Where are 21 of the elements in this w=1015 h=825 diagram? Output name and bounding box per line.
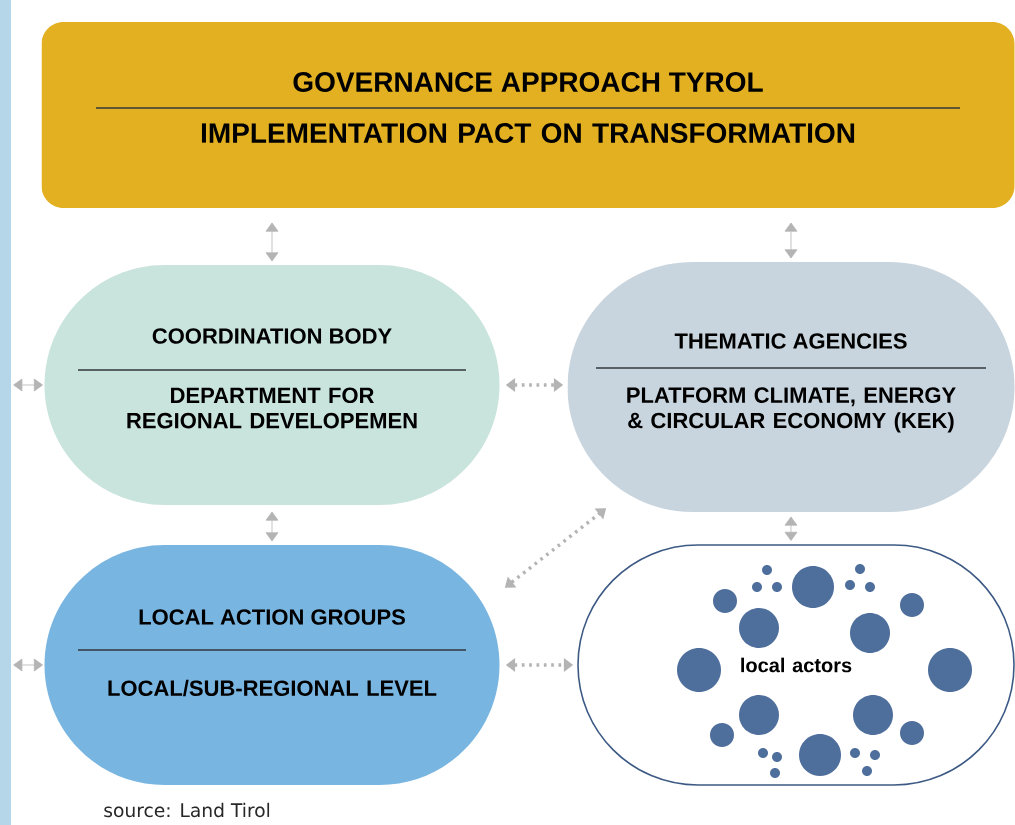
source-caption: source: Land Tirol: [104, 802, 270, 818]
rounded-box: [44, 545, 500, 785]
rounded-box: [577, 544, 1015, 786]
box-text: local actors: [741, 657, 852, 673]
box-body: DEPARTMENT FOR REGIONAL DEVELOPEMEN: [127, 387, 417, 429]
box-heading: COORDINATION BODY: [152, 328, 392, 344]
double-arrow: [13, 658, 43, 672]
rounded-box: [567, 262, 1015, 512]
box-body: PLATFORM CLIMATE, ENERGY & CIRCULAR ECONOMY (KEK): [627, 387, 956, 433]
double-arrow: [784, 516, 798, 541]
box-body: IMPLEMENTATION PACT ON TRANSFORMATION: [201, 123, 855, 143]
double-arrow: [13, 378, 43, 392]
double-arrow: [784, 222, 798, 259]
box-heading: LOCAL ACTION GROUPS: [139, 609, 405, 625]
box-body: LOCAL/SUB-REGIONAL LEVEL: [108, 679, 437, 697]
rounded-box: [44, 265, 500, 505]
double-arrow: [265, 511, 279, 542]
double-arrow: [265, 222, 279, 262]
box-heading: GOVERNANCE APPROACH TYROL: [293, 72, 763, 92]
box-heading: THEMATIC AGENCIES: [674, 333, 907, 349]
title-box: [41, 22, 1015, 208]
